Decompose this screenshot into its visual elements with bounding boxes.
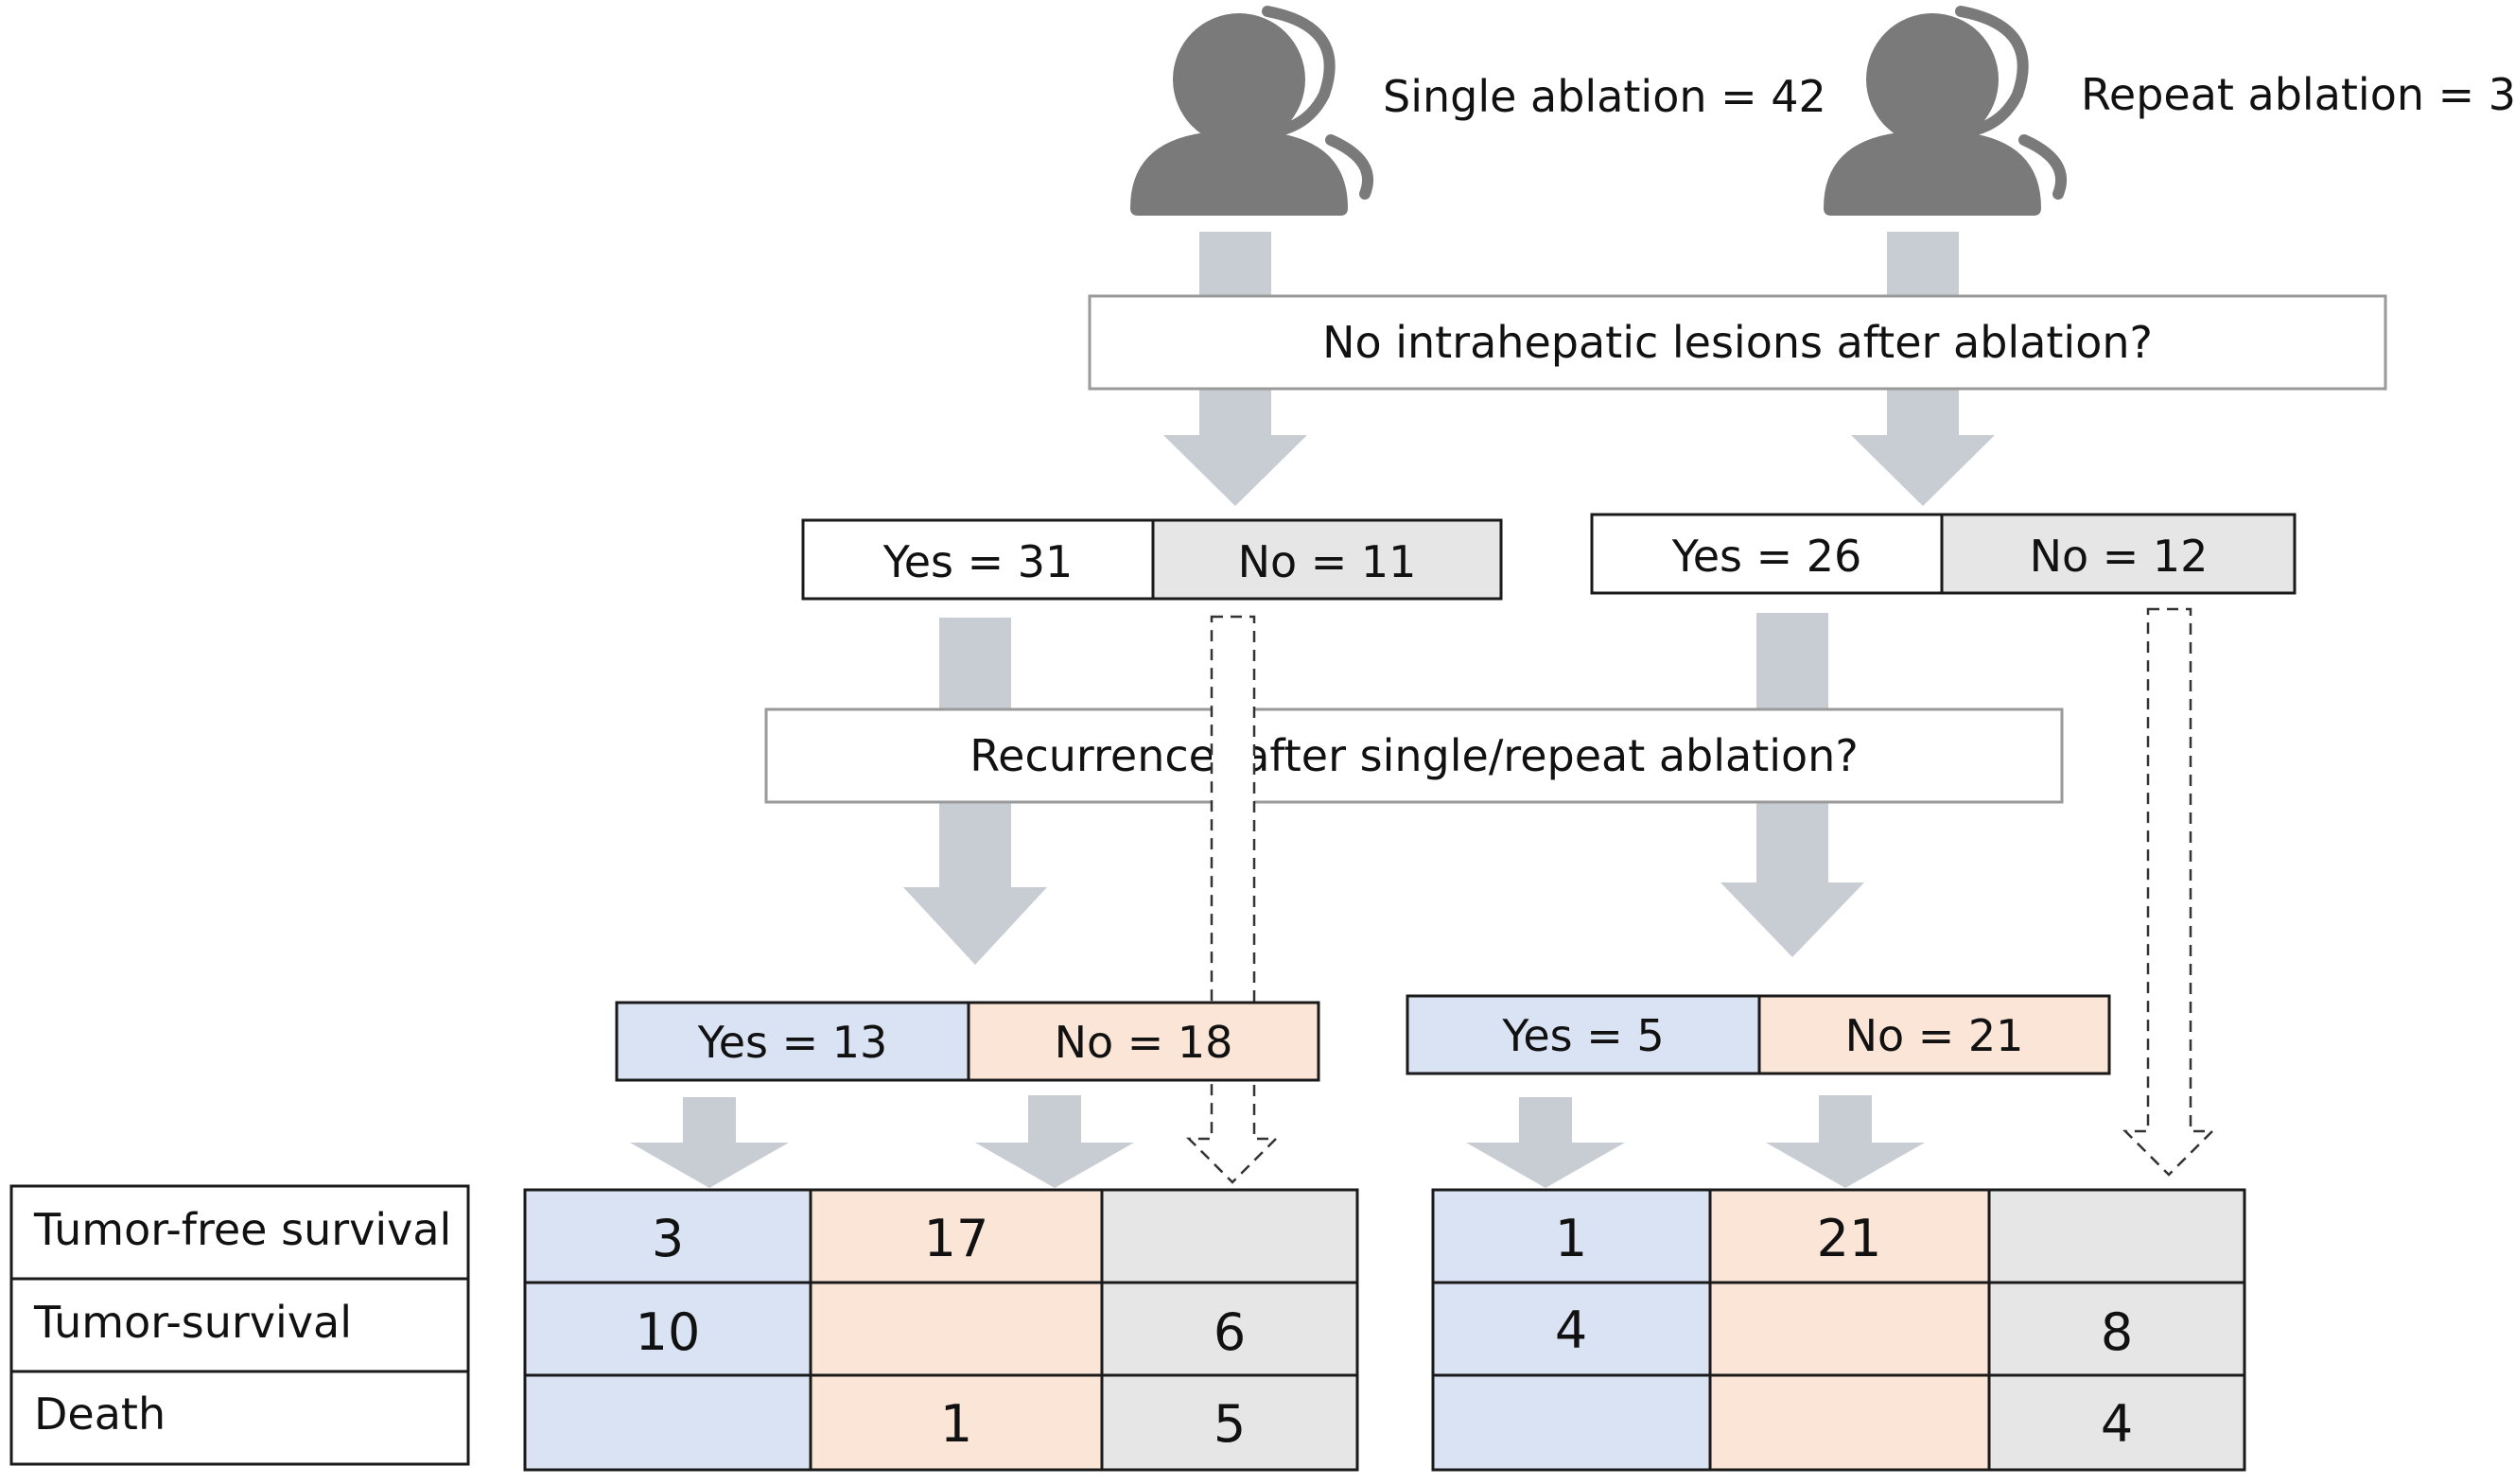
single-outcome-table <box>523 1188 1359 1472</box>
dashed-arrow-repeat-no <box>2122 607 2216 1177</box>
person-icon <box>1824 6 2068 216</box>
table-cell: 10 <box>636 1302 701 1362</box>
question-box-recurrence <box>764 707 2064 804</box>
table-cell: 4 <box>1555 1301 1587 1360</box>
arrow-s-yes <box>683 1097 736 1143</box>
question-box-lesions <box>1088 294 2387 391</box>
single-lesion-yes: Yes = 31 <box>882 536 1074 587</box>
arrow-single-mid-head <box>903 887 1047 965</box>
table-cell: 8 <box>2101 1302 2133 1362</box>
single-recur-yes: Yes = 13 <box>697 1017 888 1068</box>
repeat-recur-no: No = 21 <box>1845 1010 2024 1061</box>
repeat-lesion-no-box <box>1940 513 2297 595</box>
recurrence-outcome-boxes <box>615 994 2111 1082</box>
repeat-recur-no-box <box>1757 994 2111 1075</box>
dashed-arrows <box>1185 607 2216 1184</box>
dashed-arrow-single-no <box>1185 615 1280 1184</box>
row-label-table <box>9 1184 470 1466</box>
repeat-ablation-label: Repeat ablation = 38 <box>2081 69 2515 120</box>
table-cell: 21 <box>1817 1209 1882 1268</box>
repeat-recur-yes-box <box>1406 994 1761 1075</box>
single-lesion-no-box <box>1151 518 1503 601</box>
row-label-death: Death <box>34 1388 166 1440</box>
single-lesion-no: No = 11 <box>1238 536 1417 587</box>
question-lesions: No intrahepatic lesions after ablation? <box>1322 317 2153 368</box>
question-recurrence: Recurrence after single/repeat ablation? <box>969 730 1859 781</box>
repeat-outcome-table <box>1431 1188 2246 1472</box>
single-recur-no-box <box>967 1001 1320 1082</box>
arrow-s-no <box>1028 1095 1081 1143</box>
arrow-r-yes <box>1519 1097 1572 1143</box>
row-label-tumor-free: Tumor-free survival <box>33 1204 451 1255</box>
arrow-repeat-top-head <box>1851 435 1995 506</box>
single-ablation-label: Single ablation = 42 <box>1383 71 1826 122</box>
table-cell: 3 <box>652 1209 684 1268</box>
arrow-r-no <box>1819 1095 1872 1143</box>
table-cell: 1 <box>1555 1209 1587 1268</box>
table-cell: 1 <box>940 1394 972 1454</box>
repeat-recur-yes: Yes = 5 <box>1501 1010 1664 1061</box>
row-label-tumor-survival: Tumor-survival <box>33 1297 352 1348</box>
table-cell: 17 <box>924 1209 989 1268</box>
table-cell: 4 <box>2101 1394 2133 1454</box>
single-recur-no: No = 18 <box>1055 1017 1233 1068</box>
arrow-single-top-head <box>1163 435 1307 506</box>
person-icon <box>1130 6 1374 216</box>
repeat-lesion-no: No = 12 <box>2030 531 2209 582</box>
table-cell: 5 <box>1214 1394 1246 1454</box>
arrow-repeat-mid-head <box>1720 882 1864 957</box>
table-cell: 6 <box>1214 1302 1246 1362</box>
lesion-outcome-boxes <box>801 513 2297 601</box>
repeat-lesion-yes: Yes = 26 <box>1671 531 1862 582</box>
